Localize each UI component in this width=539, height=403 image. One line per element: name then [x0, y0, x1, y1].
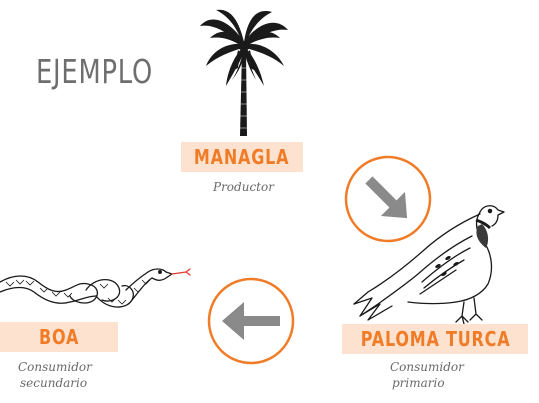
- label-boa: BOA: [0, 322, 118, 352]
- role-paloma-line2: primario: [392, 376, 445, 390]
- boa-illustration: [0, 268, 191, 308]
- arrow-down-right-icon: [344, 155, 432, 243]
- role-boa-line2: secundario: [20, 376, 88, 390]
- pigeon-illustration: [353, 205, 505, 325]
- label-paloma-turca: PALOMA TURCA: [342, 324, 528, 354]
- diagram-title: EJEMPLO: [36, 52, 153, 91]
- role-managla: Productor: [213, 180, 274, 194]
- palm-tree-illustration: [200, 9, 288, 136]
- role-paloma-line1: Consumidor: [390, 360, 464, 374]
- role-boa-line1: Consumidor: [18, 360, 92, 374]
- arrow-left-icon: [207, 277, 295, 365]
- label-managla: MANAGLA: [181, 142, 303, 172]
